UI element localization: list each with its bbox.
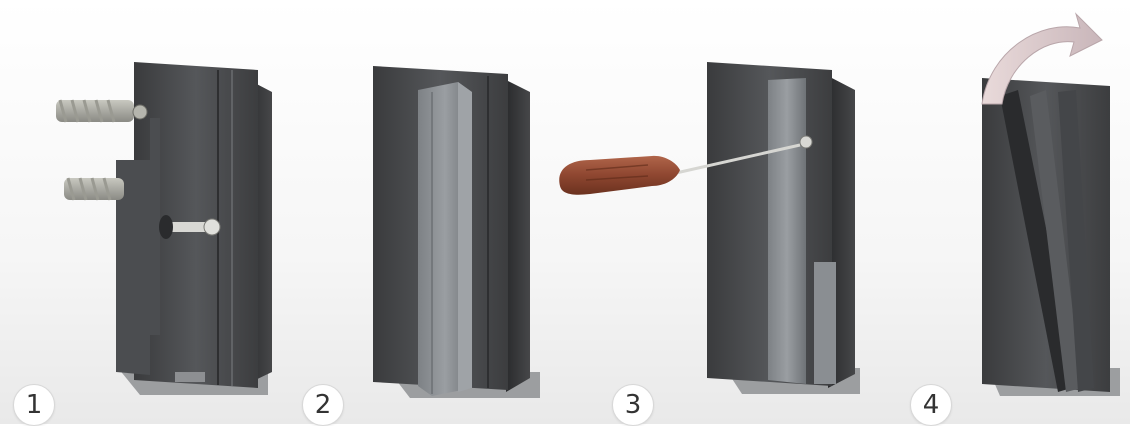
step-number-3: 3: [612, 384, 654, 426]
wall-plug-top: [56, 100, 147, 122]
step-2-illustration: [373, 66, 540, 398]
step-3-illustration: [559, 62, 860, 394]
step-number-2: 2: [302, 384, 344, 426]
step-4-illustration: [982, 14, 1120, 396]
step-number-1: 1: [13, 384, 55, 426]
wall-plug-bottom: [64, 178, 124, 200]
step-1-illustration: [56, 62, 272, 395]
step-2-profile-side: [506, 80, 530, 392]
step-3-cover: [768, 78, 806, 384]
step-number-4: 4: [910, 384, 952, 426]
